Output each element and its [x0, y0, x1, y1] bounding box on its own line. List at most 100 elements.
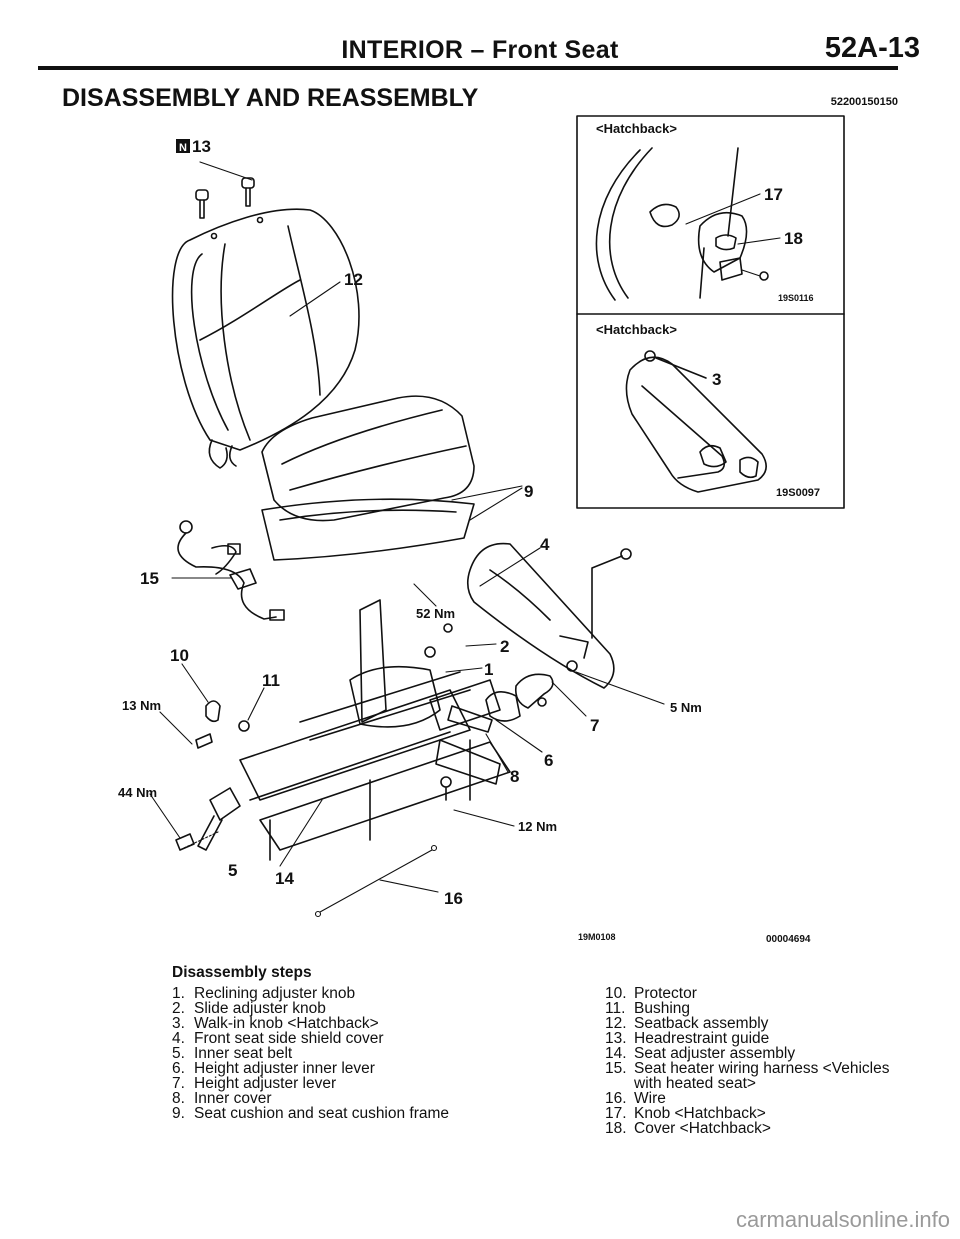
- step-text: Inner seat belt: [194, 1045, 293, 1062]
- seat-cushion-drawing: [261, 395, 475, 561]
- callout-11: 11: [262, 671, 280, 690]
- step-item: 8. Inner cover: [172, 1090, 472, 1107]
- step-text: Bushing: [634, 1000, 691, 1017]
- step-text: Seat heater wiring harness <Vehicles wit…: [634, 1060, 890, 1092]
- step-number: 10.: [605, 985, 627, 1002]
- callout-16: 16: [444, 889, 463, 908]
- callout-1: 1: [484, 660, 493, 679]
- seatback-drawing: [171, 208, 360, 469]
- section-code: 52200150150: [830, 96, 898, 108]
- step-item: 15. Seat heater wiring harness <Vehicles …: [605, 1060, 896, 1092]
- step-text: Seatback assembly: [634, 1015, 769, 1032]
- protector-bushing-drawing: [195, 700, 250, 749]
- step-item: 17. Knob <Hatchback>: [605, 1105, 895, 1122]
- step-number: 8.: [172, 1090, 185, 1107]
- torque-5nm: 5 Nm: [670, 700, 702, 715]
- inset-top-code: 19S0116: [778, 293, 814, 303]
- step-number: 16.: [605, 1090, 627, 1107]
- step-number: 2.: [172, 1000, 185, 1017]
- step-text: Headrestraint guide: [634, 1030, 770, 1047]
- callout-5: 5: [228, 861, 237, 880]
- wire-drawing: [314, 844, 439, 918]
- step-number: 13.: [605, 1030, 627, 1047]
- step-item: 13. Headrestraint guide: [605, 1030, 895, 1047]
- wiring-harness-drawing: [177, 520, 285, 621]
- n-badge-text: N: [179, 142, 187, 154]
- headrest-guides-drawing: [195, 177, 255, 219]
- step-number: 14.: [605, 1045, 627, 1062]
- step-item: 3. Walk-in knob <Hatchback>: [172, 1015, 472, 1032]
- callout-2: 2: [500, 637, 509, 656]
- step-item: 16. Wire: [605, 1090, 895, 1107]
- step-text: Seat adjuster assembly: [634, 1045, 796, 1062]
- inset-frames: [576, 115, 845, 509]
- section-title: DISASSEMBLY AND REASSEMBLY: [62, 84, 479, 112]
- callout-6: 6: [544, 751, 553, 770]
- inner-seat-belt-drawing: [175, 787, 241, 851]
- callout-9: 9: [524, 482, 533, 501]
- step-item: 6. Height adjuster inner lever: [172, 1060, 472, 1077]
- step-text: Seat cushion and seat cushion frame: [194, 1105, 450, 1122]
- step-text: Height adjuster inner lever: [194, 1060, 375, 1077]
- step-item: 14. Seat adjuster assembly: [605, 1045, 895, 1062]
- step-item: 7. Height adjuster lever: [172, 1075, 472, 1092]
- inset-walkin-knob-drawing: [625, 350, 767, 493]
- torque-44nm: 44 Nm: [118, 785, 157, 800]
- callout-7: 7: [590, 716, 599, 735]
- step-text: Knob <Hatchback>: [634, 1105, 766, 1122]
- step-text: Front seat side shield cover: [194, 1030, 384, 1047]
- step-number: 12.: [605, 1015, 627, 1032]
- callout-17: 17: [764, 185, 783, 204]
- steps-title: Disassembly steps: [172, 964, 312, 981]
- step-number: 9.: [172, 1105, 185, 1122]
- step-text: Walk-in knob <Hatchback>: [194, 1015, 379, 1032]
- step-text: Inner cover: [194, 1090, 272, 1107]
- inset-bottom-label: <Hatchback>: [596, 322, 677, 337]
- exploded-seat-figure: N 13 12 9 4 15 2 1 10 11 7 6 8 5 14 16 1…: [118, 115, 845, 945]
- step-text: Cover <Hatchback>: [634, 1120, 771, 1137]
- seat-adjuster-drawing: [239, 599, 511, 861]
- step-number: 3.: [172, 1015, 185, 1032]
- callout-15: 15: [140, 569, 159, 588]
- figure-code-sheet: 00004694: [766, 934, 811, 945]
- callout-13: 13: [192, 137, 211, 156]
- callout-14: 14: [275, 869, 294, 888]
- callout-10: 10: [170, 646, 189, 665]
- torque-52nm: 52 Nm: [416, 606, 455, 621]
- step-item: 11. Bushing: [605, 1000, 895, 1017]
- step-number: 6.: [172, 1060, 185, 1077]
- step-number: 5.: [172, 1045, 185, 1062]
- header-title: INTERIOR – Front Seat: [341, 36, 619, 64]
- inset-knob-cover-drawing: [595, 147, 769, 301]
- figure-code-main: 19M0108: [578, 932, 616, 942]
- callout-3: 3: [712, 370, 721, 389]
- step-item: 18. Cover <Hatchback>: [605, 1120, 895, 1137]
- torque-12nm: 12 Nm: [518, 819, 557, 834]
- header-rule: [38, 66, 898, 70]
- inset-top-label: <Hatchback>: [596, 121, 677, 136]
- step-number: 18.: [605, 1120, 627, 1137]
- step-text: Reclining adjuster knob: [194, 985, 356, 1002]
- height-adjuster-levers-drawing: [447, 660, 578, 733]
- steps-list-left: 1.Reclining adjuster knob 2. Slide adjust…: [172, 985, 472, 1122]
- step-text: Wire: [634, 1090, 666, 1107]
- step-text: Slide adjuster knob: [194, 1000, 326, 1017]
- step-text: Height adjuster lever: [194, 1075, 337, 1092]
- callout-8: 8: [510, 767, 519, 786]
- side-shield-drawing: [466, 542, 632, 689]
- step-item: 1.Reclining adjuster knob: [172, 985, 472, 1002]
- step-item: 9. Seat cushion and seat cushion frame: [172, 1105, 464, 1122]
- step-number: 7.: [172, 1075, 185, 1092]
- page-number: 52A-13: [824, 32, 920, 64]
- step-number: 4.: [172, 1030, 185, 1047]
- step-number: 17.: [605, 1105, 627, 1122]
- step-item: 2. Slide adjuster knob: [172, 1000, 472, 1017]
- callout-18: 18: [784, 229, 803, 248]
- step-number: 11.: [605, 1000, 626, 1017]
- step-item: 12. Seatback assembly: [605, 1015, 895, 1032]
- callout-4: 4: [540, 535, 550, 554]
- step-item: 5. Inner seat belt: [172, 1045, 472, 1062]
- inset-bottom-code: 19S0097: [776, 487, 820, 499]
- step-number: 15.: [605, 1060, 627, 1077]
- torque-13nm: 13 Nm: [122, 698, 161, 713]
